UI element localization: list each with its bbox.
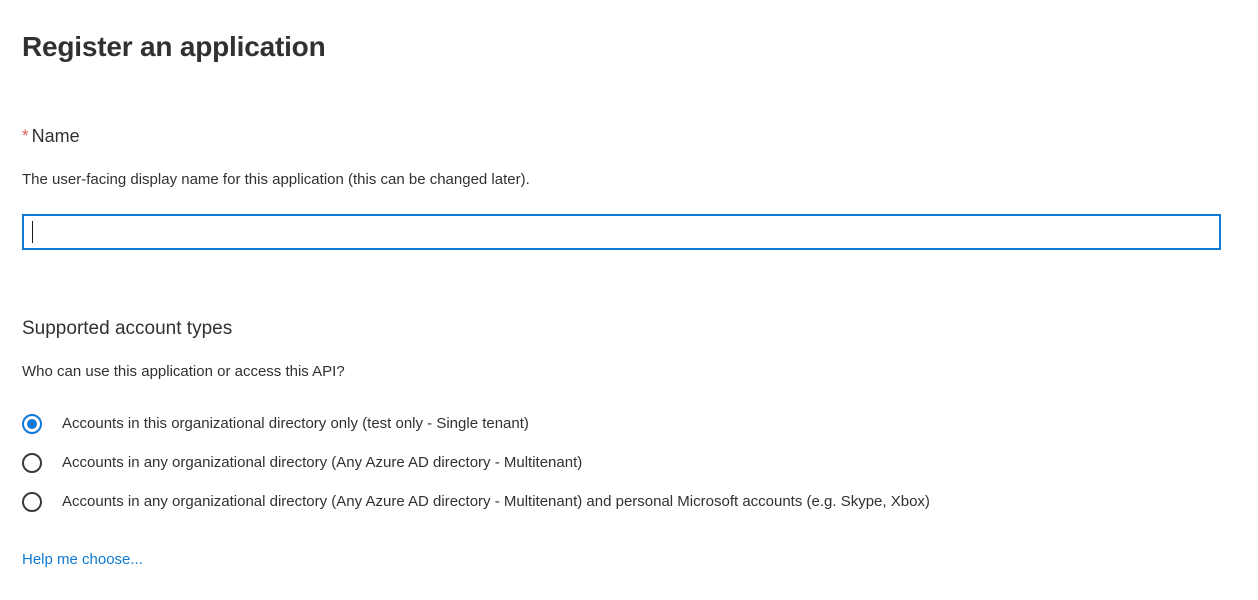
help-me-choose-link[interactable]: Help me choose...: [22, 551, 143, 568]
name-field-description: The user-facing display name for this ap…: [22, 171, 530, 188]
name-label-text: Name: [31, 126, 80, 146]
radio-unselected-icon[interactable]: [22, 452, 42, 473]
radio-option-multitenant[interactable]: Accounts in any organizational directory…: [22, 443, 1222, 482]
name-input-container[interactable]: [22, 214, 1221, 250]
supported-account-types-heading: Supported account types: [22, 318, 233, 339]
radio-unselected-icon[interactable]: [22, 491, 42, 512]
radio-selected-icon[interactable]: [22, 413, 42, 434]
name-field-label: *Name: [22, 123, 80, 149]
text-caret: [32, 221, 33, 243]
radio-option-label: Accounts in any organizational directory…: [62, 453, 583, 471]
name-input[interactable]: [24, 216, 1219, 248]
required-asterisk-icon: *: [22, 126, 29, 145]
radio-option-label: Accounts in any organizational directory…: [62, 492, 930, 510]
radio-option-multitenant-and-personal[interactable]: Accounts in any organizational directory…: [22, 482, 1222, 521]
page-title: Register an application: [22, 30, 326, 62]
radio-option-label: Accounts in this organizational director…: [62, 414, 529, 432]
radio-option-single-tenant[interactable]: Accounts in this organizational director…: [22, 404, 1222, 443]
supported-account-types-radio-group: Accounts in this organizational director…: [22, 404, 1222, 521]
supported-account-types-description: Who can use this application or access t…: [22, 363, 345, 380]
